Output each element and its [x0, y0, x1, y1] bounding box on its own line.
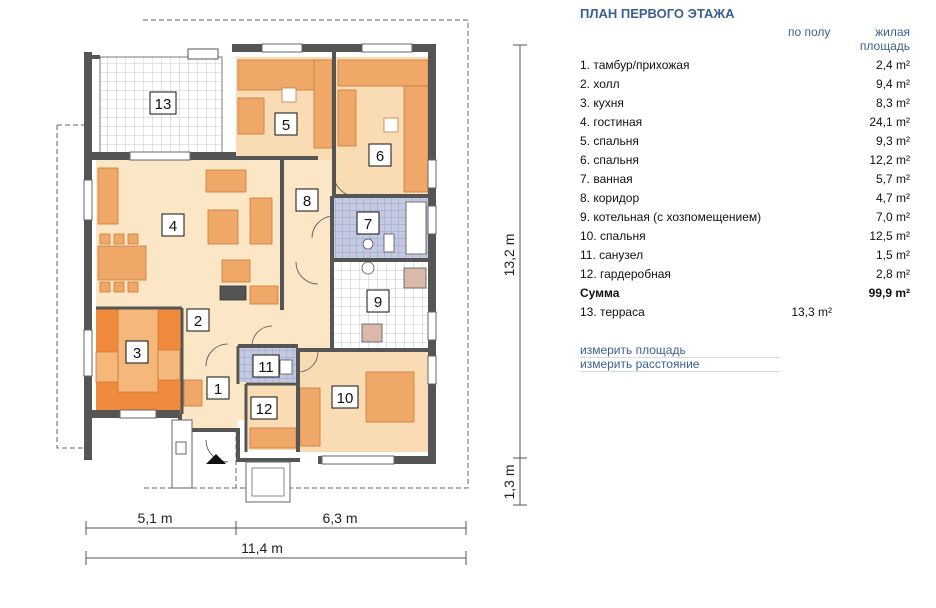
area-row: 6. спальня 12,2 m² — [580, 153, 910, 172]
room-labels: 1 2 3 4 5 6 7 8 9 10 11 12 13 — [125, 91, 392, 420]
entrance-arrow-icon — [206, 454, 226, 464]
walls — [84, 44, 436, 464]
col-header-living: жилая площадь — [859, 25, 910, 53]
room-label-12: 12 — [250, 396, 278, 420]
area-table-panel: ПЛАН ПЕРВОГО ЭТАЖА по полу жилая площадь… — [580, 0, 920, 608]
room-label-13: 13 — [149, 91, 177, 115]
area-row-living: 12,2 m² — [869, 153, 910, 167]
room-corridor-ext — [292, 300, 332, 352]
area-row-living: 12,5 m² — [869, 229, 910, 243]
area-table: 1. тамбур/прихожая 2,4 m² 2. холл 9,4 m² 3. … — [580, 58, 910, 324]
dim-width-total: 11,4 m — [241, 540, 283, 556]
area-row-name: 10. спальня — [580, 229, 646, 243]
area-row: 8. коридор 4,7 m² — [580, 191, 910, 210]
bath-fixtures — [252, 201, 427, 375]
svg-text:4: 4 — [169, 218, 177, 235]
area-row-name: 5. спальня — [580, 134, 639, 148]
area-row-living: 9,3 m² — [875, 134, 910, 148]
floor-plan: 1 2 3 4 5 6 7 8 9 10 11 12 13 5,1 m 6,3 … — [56, 19, 527, 565]
area-row-living: 24,1 m² — [869, 115, 910, 129]
col-header-floor: по полу — [788, 25, 831, 39]
room-label-5: 5 — [274, 112, 298, 136]
room-label-4: 4 — [161, 213, 185, 237]
area-row: 9. котельная (с хозпомещением) 7,0 m² — [580, 210, 910, 229]
room-label-2: 2 — [186, 308, 210, 332]
area-row-name: 12. гардеробная — [580, 267, 671, 281]
windows — [83, 43, 437, 465]
dim-width-right: 6,3 m — [322, 510, 357, 526]
area-row-living: 8,3 m² — [875, 96, 910, 110]
svg-text:3: 3 — [133, 345, 141, 362]
area-row-name: 8. коридор — [580, 191, 640, 205]
area-row: 12. гардеробная 2,8 m² — [580, 267, 910, 286]
area-row-name: 1. тамбур/прихожая — [580, 58, 690, 72]
entrance — [171, 419, 291, 503]
area-row-living: 99,9 m² — [868, 286, 910, 300]
area-row: 4. гостиная 24,1 m² — [580, 115, 910, 134]
svg-text:8: 8 — [303, 193, 311, 210]
dim-height-main: 13,2 m — [501, 234, 517, 277]
area-row-living: 2,4 m² — [875, 58, 910, 72]
svg-text:1: 1 — [214, 381, 222, 398]
room-label-11: 11 — [252, 354, 280, 378]
room-label-6: 6 — [368, 143, 392, 167]
svg-text:6: 6 — [376, 148, 384, 165]
room-label-8: 8 — [295, 188, 319, 212]
room-label-3: 3 — [125, 340, 149, 364]
area-row: 7. ванная 5,7 m² — [580, 172, 910, 191]
panel-title: ПЛАН ПЕРВОГО ЭТАЖА — [580, 6, 735, 21]
room-label-10: 10 — [331, 385, 359, 409]
area-row-living: 2,8 m² — [875, 267, 910, 281]
area-row-name: 9. котельная (с хозпомещением) — [580, 210, 762, 224]
area-row-living: 5,7 m² — [875, 172, 910, 186]
area-row-living: 4,7 m² — [875, 191, 910, 205]
area-row-floor: 13,3 m² — [791, 305, 832, 319]
room-label-1: 1 — [206, 376, 230, 400]
area-row-name: 2. холл — [580, 77, 620, 91]
area-row: 10. спальня 12,5 m² — [580, 229, 910, 248]
measure-area-link[interactable]: измерить площадь — [580, 344, 780, 358]
area-row-name: 6. спальня — [580, 153, 639, 167]
area-row: 1. тамбур/прихожая 2,4 m² — [580, 58, 910, 77]
room-label-7: 7 — [356, 211, 380, 235]
svg-text:2: 2 — [194, 313, 202, 330]
area-row-name: 13. терраса — [580, 305, 645, 319]
area-row: 13. терраса 13,3 m² — [580, 305, 910, 324]
measure-distance-link[interactable]: измерить расстояние — [580, 358, 780, 372]
area-row-name: 4. гостиная — [580, 115, 643, 129]
area-row-name: 7. ванная — [580, 172, 633, 186]
area-row-living: 1,5 m² — [875, 248, 910, 262]
door-swings — [205, 177, 357, 463]
furniture — [95, 59, 429, 449]
svg-text:7: 7 — [364, 216, 372, 233]
area-row-living: 9,4 m² — [875, 77, 910, 91]
svg-text:13: 13 — [155, 96, 172, 113]
area-row-name: 3. кухня — [580, 96, 624, 110]
area-row-living: 7,0 m² — [875, 210, 910, 224]
svg-text:9: 9 — [374, 294, 382, 311]
dimensions — [85, 44, 527, 565]
area-row-name: Сумма — [580, 286, 620, 300]
dim-height-terrace: 1,3 m — [501, 464, 517, 499]
area-row: 5. спальня 9,3 m² — [580, 134, 910, 153]
svg-text:12: 12 — [256, 401, 273, 418]
area-row: 11. санузел 1,5 m² — [580, 248, 910, 267]
svg-text:10: 10 — [337, 390, 354, 407]
svg-text:11: 11 — [258, 359, 274, 376]
area-sum-row: Сумма 99,9 m² — [580, 286, 910, 305]
svg-text:5: 5 — [282, 117, 290, 134]
room-label-9: 9 — [366, 289, 390, 313]
area-row: 3. кухня 8,3 m² — [580, 96, 910, 115]
area-row: 2. холл 9,4 m² — [580, 77, 910, 96]
area-row-name: 11. санузел — [580, 248, 644, 262]
dim-width-left: 5,1 m — [137, 510, 172, 526]
